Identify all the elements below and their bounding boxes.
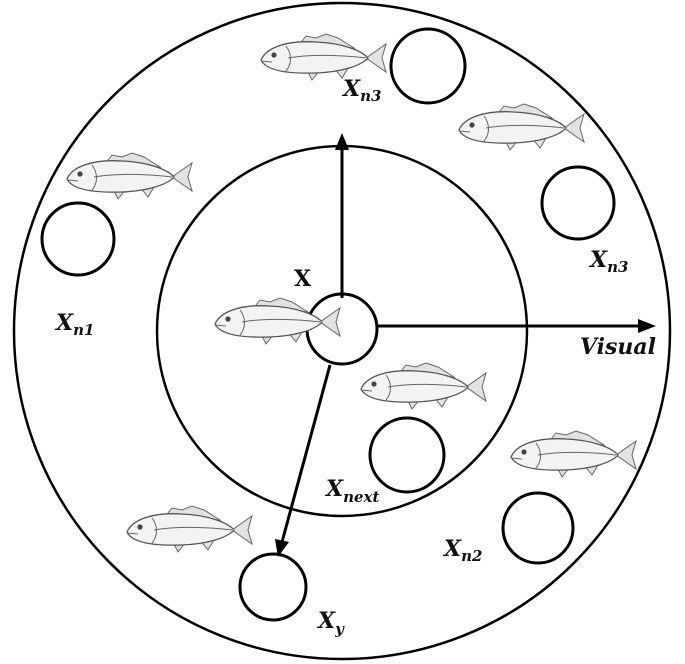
- outer-boundary-ring: [12, 1, 672, 661]
- node-xn1: [40, 201, 116, 277]
- node-xnext: [368, 416, 446, 494]
- node-xn3-top: [389, 27, 467, 105]
- center-position-node: [305, 292, 379, 366]
- label-center-x: X: [294, 266, 312, 292]
- node-xn3-right: [540, 165, 616, 241]
- bass-fish-icon: [126, 505, 253, 553]
- label-xn2: Xn2: [442, 536, 482, 565]
- label-xn3-top: Xn3: [341, 76, 381, 105]
- bass-fish-icon: [260, 33, 387, 81]
- node-xn2: [501, 491, 575, 565]
- arrow-visual: [377, 319, 656, 333]
- label-visual: Visual: [580, 334, 656, 360]
- bass-fish-icon: [458, 103, 585, 151]
- label-xn1: Xn1: [54, 310, 94, 339]
- label-xy: Xy: [316, 608, 345, 638]
- bass-fish-icon: [510, 430, 637, 478]
- arrow-up: [335, 133, 349, 298]
- node-xy: [238, 552, 308, 622]
- label-xnext: Xnext: [324, 476, 379, 506]
- arrow-to-xy: [275, 364, 332, 557]
- label-xn3-right: Xn3: [588, 247, 628, 276]
- bass-fish-icon: [66, 152, 193, 200]
- bass-fish-icon: [214, 297, 341, 345]
- bass-fish-icon: [360, 362, 487, 410]
